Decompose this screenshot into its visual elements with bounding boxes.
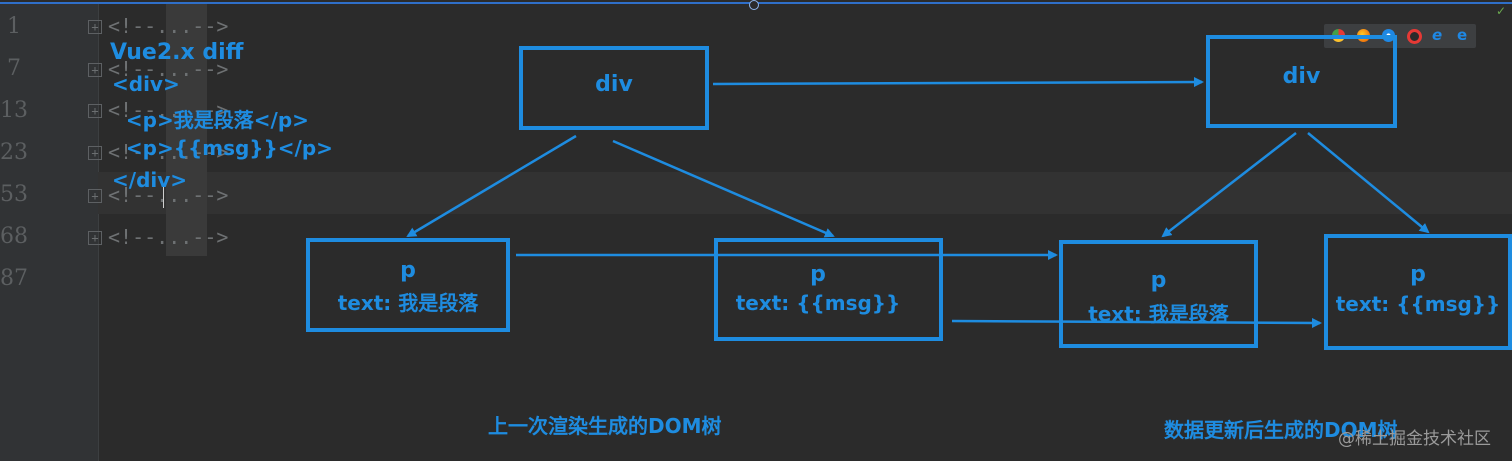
line-number: 13 (0, 98, 28, 123)
new-p-node-1 (1059, 240, 1258, 348)
new-p2-tag-label: p (1410, 262, 1426, 287)
folded-comment[interactable]: <!--...--> (108, 57, 229, 81)
new-root-div-label: div (1282, 64, 1321, 89)
fold-toggle-icon[interactable]: + (88, 146, 102, 160)
fold-toggle-icon[interactable]: + (88, 20, 102, 34)
watermark: @稀土掘金技术社区 (1338, 429, 1491, 449)
old-p-node-2 (714, 238, 943, 341)
line-number: 87 (0, 266, 28, 291)
compare-p2-arrow (951, 317, 1322, 328)
new-p1-text-label: text: 我是段落 (1088, 302, 1229, 326)
new-tree-caption: 数据更新后生成的DOM树 (1164, 418, 1398, 442)
old-p-node-1 (306, 238, 510, 332)
drag-handle[interactable] (749, 0, 759, 10)
old-p1-tag-label: p (400, 258, 416, 283)
snippet-line: <p>{{msg}}</p> (112, 136, 333, 160)
opera-icon[interactable] (1407, 29, 1422, 44)
line-number-gutter (0, 4, 99, 461)
old-p1-text-label: text: 我是段落 (337, 291, 479, 315)
snippet-title: Vue2.x diff (110, 40, 244, 65)
folded-comment[interactable]: <!--...--> (108, 225, 229, 249)
new-root-div-node (1206, 35, 1397, 128)
fold-toggle-icon[interactable]: + (88, 63, 102, 77)
current-line-highlight (98, 172, 1512, 214)
line-number: 23 (0, 140, 28, 165)
folded-comment[interactable]: <!--...--> (108, 14, 229, 38)
new-p1-tag-label: p (1150, 268, 1167, 293)
fold-toggle-icon[interactable]: + (88, 104, 102, 118)
line-number: 7 (7, 56, 21, 81)
snippet-line: </div> (112, 168, 188, 192)
old-p2-text-label: text: {{msg}} (735, 291, 901, 315)
new-tree-edge-right (1307, 132, 1430, 234)
line-number: 53 (0, 182, 28, 207)
folded-comment[interactable]: <!--...--> (108, 98, 229, 122)
folded-comment[interactable]: <!--...--> (108, 140, 229, 164)
old-tree-edge-right (612, 139, 835, 238)
folded-comment[interactable]: <!--...--> (108, 183, 229, 207)
old-root-div-label: div (595, 72, 633, 97)
old-tree-caption: 上一次渲染生成的DOM树 (488, 414, 722, 438)
old-root-div-node (519, 46, 709, 130)
snippet-line: <div> (112, 72, 180, 96)
line-number: 68 (0, 224, 28, 249)
compare-root-arrow (712, 77, 1204, 88)
new-p2-text-label: text: {{msg}} (1335, 292, 1501, 316)
fold-toggle-icon[interactable]: + (88, 189, 102, 203)
new-p-node-2 (1324, 234, 1512, 350)
old-tree-edge-left (406, 134, 577, 238)
text-caret (163, 186, 164, 208)
snippet-line: <p>我是段落</p> (112, 108, 309, 132)
fold-toggle-icon[interactable]: + (88, 231, 102, 245)
folded-region-highlight (166, 4, 207, 256)
check-icon: ✓ (1496, 4, 1507, 18)
line-number: 1 (7, 14, 21, 39)
ie-icon[interactable]: e (1432, 26, 1443, 44)
edge-icon[interactable]: e (1457, 26, 1468, 44)
old-p2-tag-label: p (810, 262, 826, 287)
new-tree-edge-left (1161, 132, 1297, 238)
